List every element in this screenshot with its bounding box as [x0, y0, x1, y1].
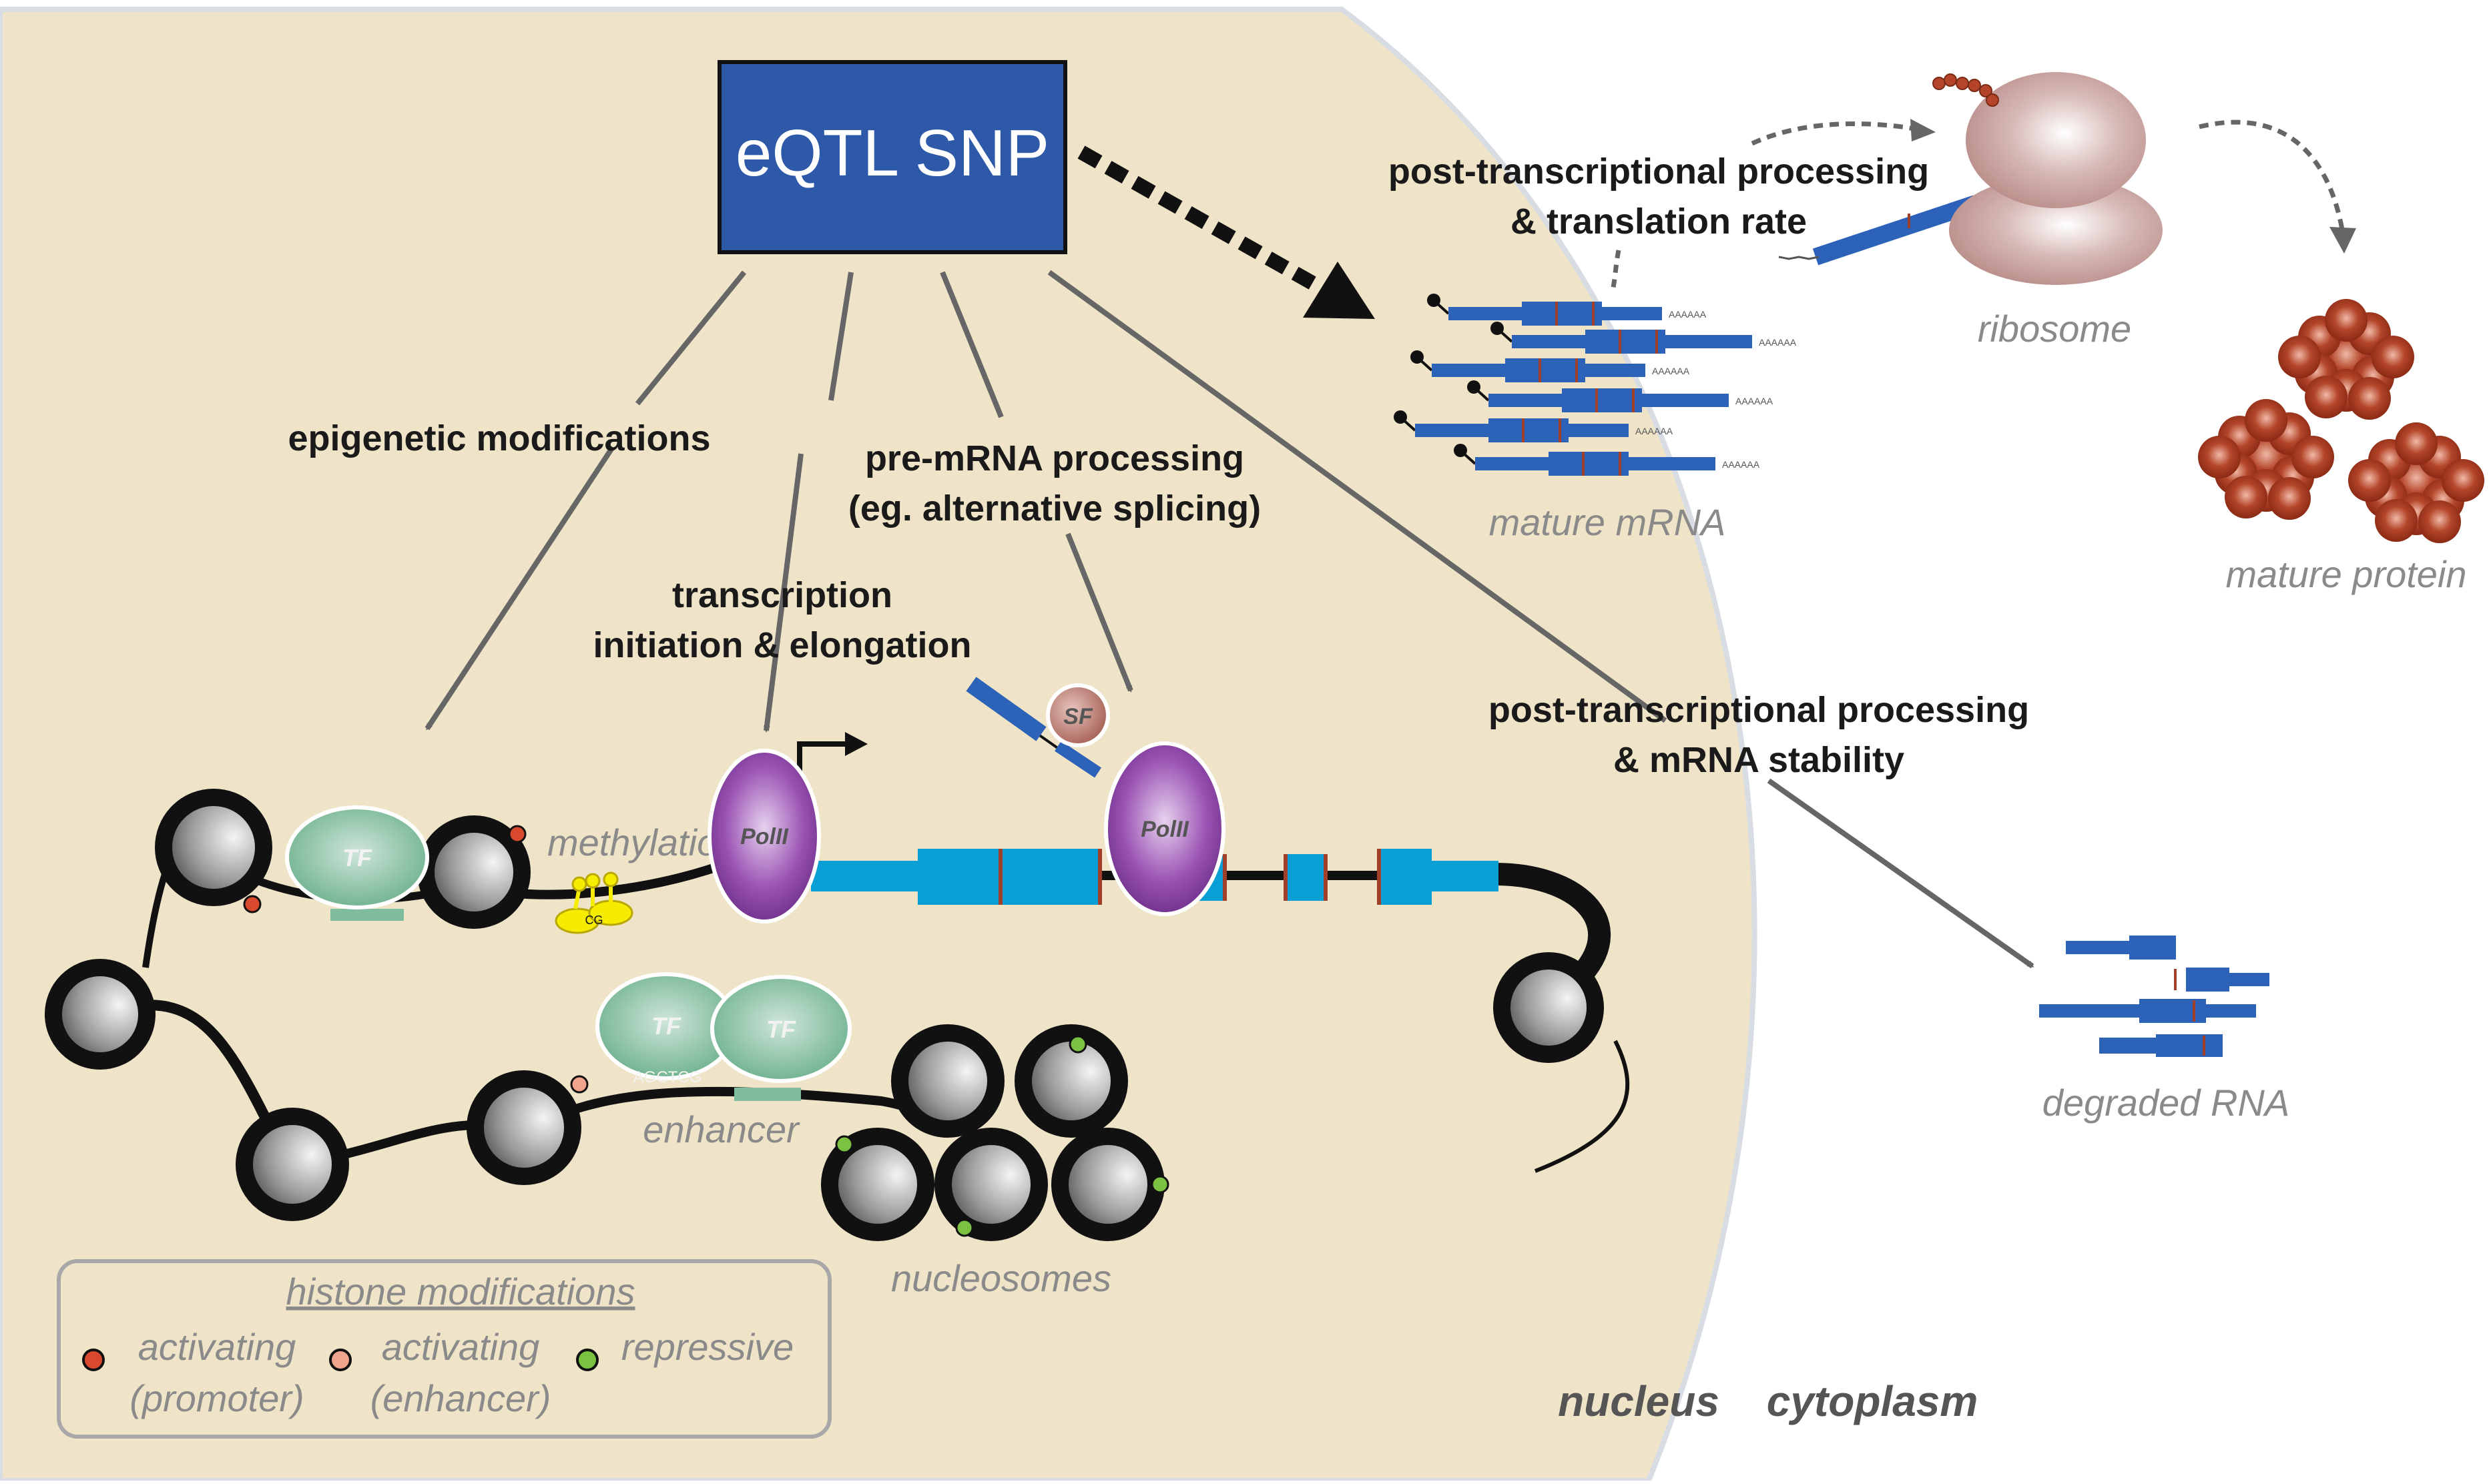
protein-cluster	[2278, 299, 2414, 420]
splicing-factor: SF	[1046, 683, 1110, 747]
sf-label: SF	[1063, 704, 1093, 729]
legend-item-sublabel: (promoter)	[129, 1377, 304, 1419]
histone-legend: histone modifications activating (promot…	[57, 1259, 832, 1439]
mature-mrna-label: mature mRNA	[1489, 501, 1726, 543]
polii-promoter: PolII	[708, 749, 821, 923]
polya-tail: AAAAAA	[1722, 459, 1760, 470]
legend-item-label: repressive	[621, 1326, 794, 1368]
cytoplasm-label: cytoplasm	[1767, 1377, 1978, 1425]
premrna-label-2: (eg. alternative splicing)	[848, 488, 1261, 528]
tss-arrow	[797, 732, 868, 774]
legend-item-label: activating	[138, 1326, 296, 1368]
enhancer-binding-site	[734, 1088, 801, 1101]
transcription-label-2: initiation & elongation	[593, 625, 972, 665]
mature-mrna: AAAAAA	[1490, 322, 1797, 354]
premrna-label-1: pre-mRNA processing	[865, 438, 1244, 478]
ribosome	[1778, 72, 2163, 285]
legend-swatch-repressive	[576, 1349, 599, 1371]
translation-label-2: & translation rate	[1510, 202, 1807, 242]
legend-swatch-activating-promoter	[82, 1349, 105, 1371]
mature-protein-label: mature protein	[2225, 553, 2466, 595]
cytoplasm-dashed-arrows	[1751, 119, 2345, 234]
stability-label-2: & mRNA stability	[1613, 740, 1904, 780]
nucleosome	[45, 959, 156, 1070]
mature-mrna: AAAAAA	[1454, 444, 1760, 476]
mature-mrna: AAAAAA	[1427, 294, 1707, 326]
arrowhead	[2329, 227, 2356, 254]
methylation-marks	[555, 871, 633, 934]
mature-mrna-stack: AAAAAA AAAAAA AAAAAA AAAAAA AAAAAA AAAAAA	[1394, 294, 1797, 476]
tf-label: TF	[651, 1012, 681, 1040]
nucleosome	[934, 1128, 1048, 1241]
tf-promoter: TF	[285, 805, 429, 909]
mature-protein-clusters	[2198, 299, 2484, 543]
tf-label: TF	[766, 1016, 796, 1043]
legend-title: histone modifications	[286, 1270, 635, 1313]
protein-cluster	[2198, 399, 2334, 520]
histone-marks	[243, 825, 1169, 1237]
polya-tail: AAAAAA	[1652, 366, 1690, 376]
nascent-transcript	[966, 677, 1101, 778]
epigenetic-label: epigenetic modifications	[288, 418, 710, 458]
cg-label: CG	[585, 913, 603, 927]
eqtl-snp-label: eQTL SNP	[736, 116, 1049, 190]
methylation-label: methylation	[547, 821, 738, 863]
legend-item-sublabel: (enhancer)	[370, 1377, 551, 1419]
mature-mrna: AAAAAA	[1467, 380, 1773, 412]
nucleosomes-label: nucleosomes	[891, 1257, 1111, 1299]
polya-tail: AAAAAA	[1669, 309, 1707, 320]
motif-label: AGCTCG	[633, 1068, 702, 1086]
protein-cluster	[2348, 422, 2484, 543]
polya-tail: AAAAAA	[1635, 426, 1673, 436]
mature-mrna: AAAAAA	[1394, 410, 1673, 442]
tf-label: TF	[342, 844, 372, 871]
tf-enhancer-2: TF	[710, 975, 852, 1083]
nucleosome	[891, 1024, 1005, 1138]
nucleosome	[1051, 1128, 1165, 1241]
mrna-dashed-connector	[1609, 250, 1621, 294]
mature-mrna: AAAAAA	[1410, 350, 1690, 382]
tf-binding-site	[330, 909, 404, 921]
arrowhead	[1910, 119, 1936, 141]
nucleus-label: nucleus	[1558, 1377, 1719, 1425]
degraded-rna-label: degraded RNA	[2042, 1082, 2289, 1124]
polii-label: PolII	[740, 824, 789, 849]
nucleosome	[417, 815, 531, 929]
transcription-label-1: transcription	[672, 575, 892, 615]
translation-dashed-arrow	[1077, 145, 1375, 319]
nucleosome	[155, 789, 272, 906]
nucleosome	[1493, 952, 1604, 1063]
nucleosome	[821, 1128, 934, 1241]
ribosome-label: ribosome	[1978, 308, 2131, 350]
stability-label-1: post-transcriptional processing	[1488, 690, 2029, 730]
mechanism-arrows	[425, 270, 2034, 969]
legend-swatch-activating-enhancer	[329, 1349, 352, 1371]
polya-tail: AAAAAA	[1735, 396, 1773, 406]
legend-item-label: activating	[382, 1326, 540, 1368]
polya-tail: AAAAAA	[1759, 337, 1797, 348]
translation-label-1: post-transcriptional processing	[1388, 151, 1929, 192]
nucleosome	[236, 1108, 349, 1221]
degraded-rna-fragments	[2039, 936, 2269, 1057]
nucleosome	[467, 1070, 581, 1185]
enhancer-label: enhancer	[643, 1108, 800, 1150]
polii-elongating: PolII	[1104, 741, 1225, 916]
nucleosome-group	[45, 789, 1604, 1241]
polii-label: PolII	[1141, 817, 1189, 842]
nucleus-region	[0, 7, 1757, 1483]
eqtl-snp-box: eQTL SNP	[718, 60, 1067, 254]
nucleosome	[1015, 1024, 1128, 1138]
gene-exons	[811, 849, 1498, 905]
